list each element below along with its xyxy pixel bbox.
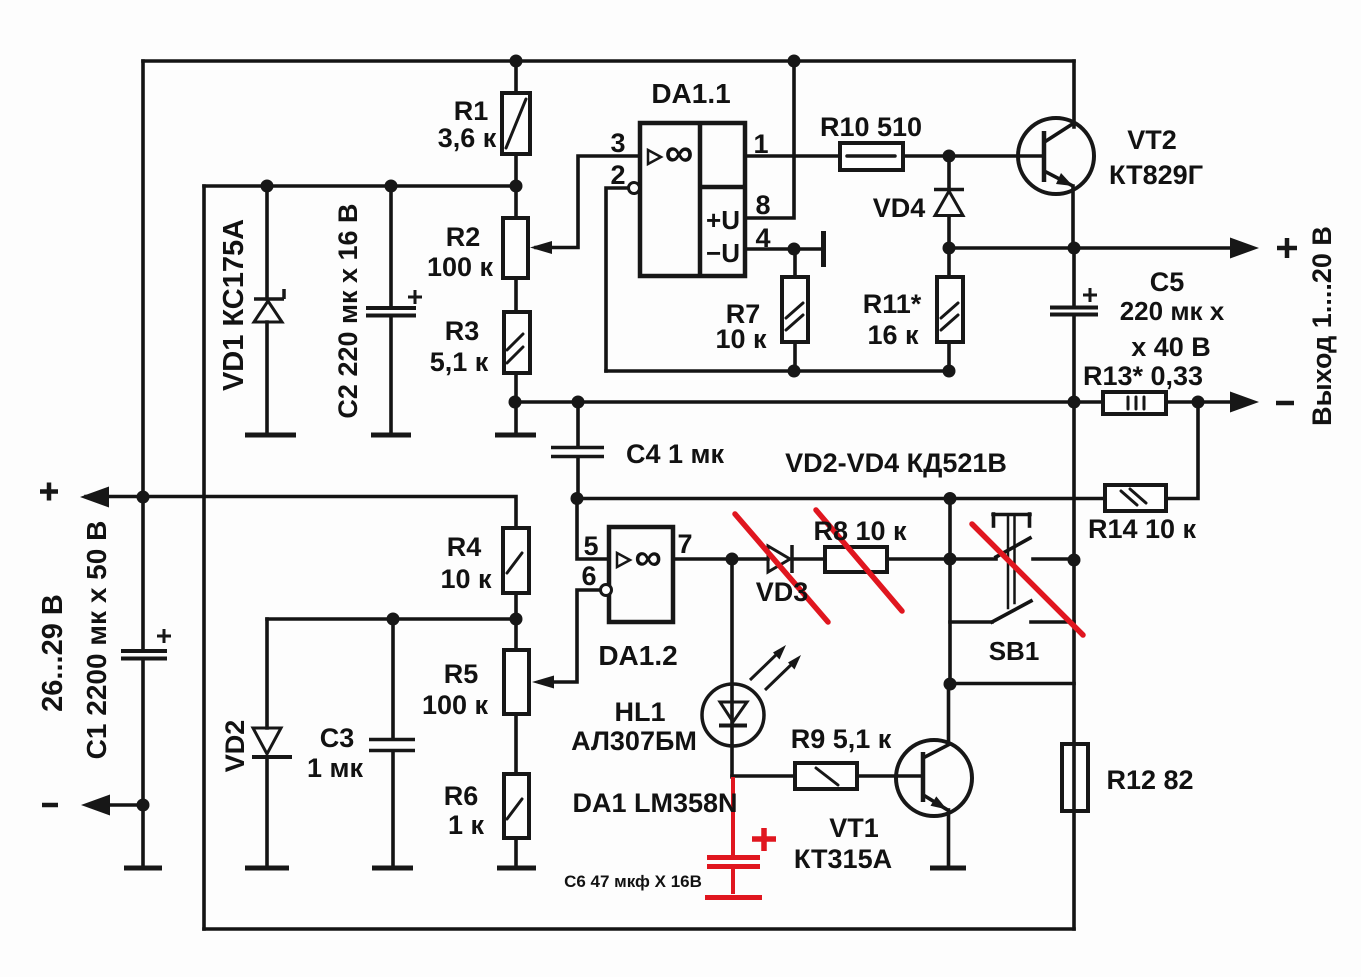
svg-text:VD4: VD4 (873, 193, 926, 223)
svg-text:DA1 LM358N: DA1 LM358N (572, 788, 737, 818)
svg-text:VD1 КС175А: VD1 КС175А (218, 219, 250, 391)
svg-text:∞: ∞ (665, 131, 694, 175)
svg-text:5,1 к: 5,1 к (430, 347, 489, 377)
svg-text:С2 220 мк х 16 В: С2 220 мк х 16 В (333, 203, 363, 418)
svg-text:R13* 0,33: R13* 0,33 (1083, 361, 1203, 391)
svg-text:С5: С5 (1150, 267, 1185, 297)
svg-text:220 мк х: 220 мк х (1120, 296, 1225, 326)
svg-text:100 к: 100 к (427, 252, 494, 282)
svg-text:С3: С3 (320, 723, 355, 753)
svg-text:−U: −U (706, 238, 740, 268)
svg-text:7: 7 (677, 529, 692, 559)
svg-text:DA1.1: DA1.1 (651, 78, 730, 109)
svg-text:∞: ∞ (634, 537, 661, 579)
svg-text:8: 8 (755, 190, 770, 220)
svg-text:3,6 к: 3,6 к (438, 123, 497, 153)
svg-text:R3: R3 (445, 316, 480, 346)
svg-text:R7: R7 (726, 299, 761, 329)
svg-text:С1 2200 мк х 50 В: С1 2200 мк х 50 В (81, 521, 112, 760)
svg-text:+U: +U (706, 205, 740, 235)
svg-text:VD2-VD4 КД521В: VD2-VD4 КД521В (785, 448, 1007, 478)
svg-text:R14 10 к: R14 10 к (1088, 514, 1197, 544)
svg-text:С6 47 мкф X 16В: С6 47 мкф X 16В (564, 872, 702, 891)
svg-text:1: 1 (753, 129, 768, 159)
svg-text:SB1: SB1 (989, 636, 1040, 666)
svg-text:АЛ307БМ: АЛ307БМ (571, 726, 697, 756)
svg-text:R10 510: R10 510 (820, 112, 922, 142)
svg-text:R6: R6 (444, 781, 479, 811)
svg-text:6: 6 (581, 561, 596, 591)
svg-text:VD2: VD2 (220, 720, 250, 773)
svg-text:R1: R1 (454, 96, 489, 126)
svg-text:КТ829Г: КТ829Г (1109, 160, 1203, 190)
svg-text:КТ315А: КТ315А (794, 844, 892, 874)
svg-text:R12 82: R12 82 (1106, 765, 1193, 795)
svg-text:16 к: 16 к (867, 320, 919, 350)
svg-text:R9 5,1 к: R9 5,1 к (791, 724, 892, 754)
svg-text:10 к: 10 к (715, 324, 767, 354)
svg-text:10 к: 10 к (440, 564, 492, 594)
svg-text:100 к: 100 к (422, 690, 489, 720)
svg-text:5: 5 (583, 531, 598, 561)
svg-text:3: 3 (610, 128, 625, 158)
svg-text:1 мк: 1 мк (307, 753, 363, 783)
svg-text:VD3: VD3 (756, 577, 809, 607)
svg-text:х 40 В: х 40 В (1131, 332, 1211, 362)
svg-text:HL1: HL1 (614, 697, 665, 727)
svg-text:С4 1 мк: С4 1 мк (626, 439, 725, 469)
svg-text:DA1.2: DA1.2 (598, 640, 677, 671)
svg-text:2: 2 (610, 160, 625, 190)
svg-text:1 к: 1 к (448, 810, 485, 840)
svg-text:VT2: VT2 (1127, 125, 1177, 155)
svg-text:26...29 В: 26...29 В (37, 594, 69, 712)
svg-text:R5: R5 (444, 659, 479, 689)
svg-text:Выход 1....20 В: Выход 1....20 В (1307, 226, 1337, 426)
svg-text:4: 4 (755, 223, 770, 253)
svg-text:R4: R4 (447, 532, 482, 562)
svg-text:VT1: VT1 (829, 813, 879, 843)
svg-text:R8 10 к: R8 10 к (813, 516, 907, 546)
svg-text:R2: R2 (446, 222, 481, 252)
svg-text:R11*: R11* (863, 289, 922, 319)
